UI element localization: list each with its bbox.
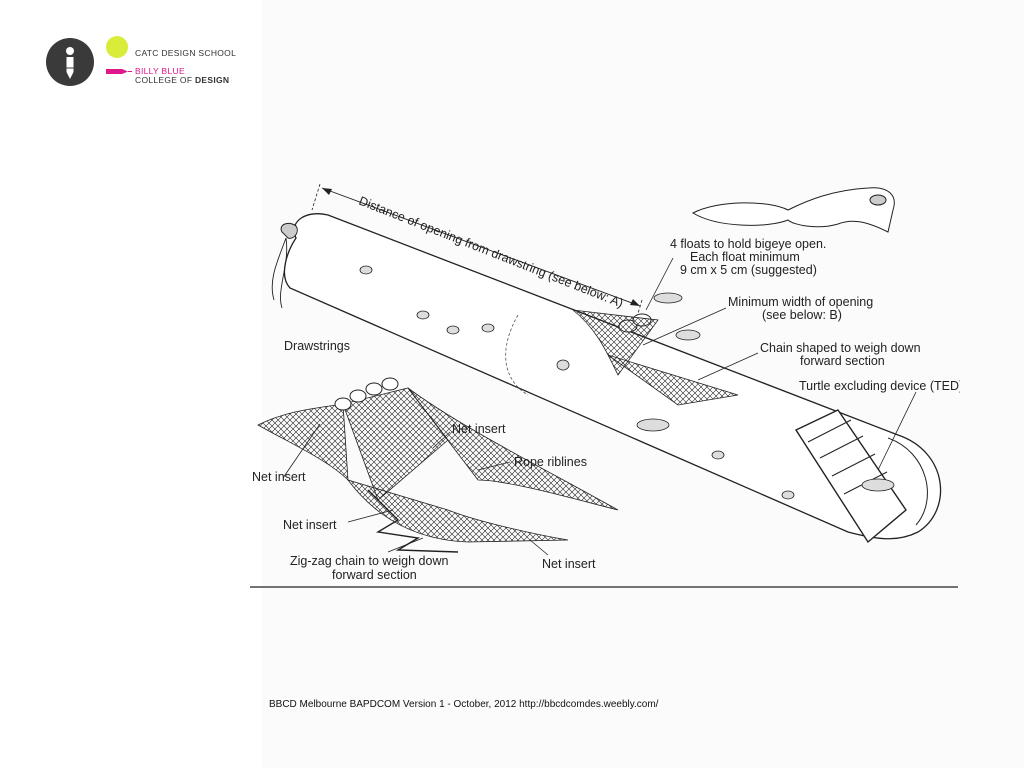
footer-credit: BBCD Melbourne BAPDCOM Version 1 - Octob… <box>269 699 659 710</box>
drawstring-knot <box>271 222 298 309</box>
net-insert-detail <box>257 377 619 553</box>
floats-and-opening <box>571 309 739 406</box>
label-min-width-line2: (see below: B) <box>762 308 842 322</box>
college-name-of: COLLEGE OF <box>135 75 195 85</box>
label-chain-line1: Chain shaped to weigh down <box>760 341 921 355</box>
label-net-insert-top: Net insert <box>452 422 506 436</box>
label-rope-riblines: Rope riblines <box>514 455 587 469</box>
label-min-width-line1: Minimum width of opening <box>728 295 873 309</box>
label-chain-line2: forward section <box>800 354 885 368</box>
dimension-line-a <box>311 183 643 321</box>
hand-float-detail <box>691 187 895 233</box>
college-name-design: DESIGN <box>194 75 230 85</box>
college-name-line1: BILLY BLUE <box>135 66 185 76</box>
info-pencil-icon <box>46 38 94 86</box>
ted-grid <box>794 409 907 544</box>
leader-lines <box>282 257 917 556</box>
label-zigzag-line1: Zig-zag chain to weigh down <box>290 554 448 568</box>
label-zigzag-line2: forward section <box>332 568 417 582</box>
label-net-insert-bottom: Net insert <box>542 557 596 571</box>
net-tube <box>283 213 942 540</box>
bigeye-net-diagram: Distance of opening from drawstring (see… <box>248 180 960 590</box>
green-dot-icon <box>106 36 128 58</box>
label-floats-line3: 9 cm x 5 cm (suggested) <box>680 263 817 277</box>
school-logo: CATC DESIGN SCHOOL BILLY BLUE COLLEGE OF… <box>46 36 246 96</box>
label-drawstrings: Drawstrings <box>284 339 350 353</box>
label-floats-line1: 4 floats to hold bigeye open. <box>670 237 826 251</box>
left-margin <box>0 0 262 768</box>
label-floats-line2: Each float minimum <box>690 250 800 264</box>
label-ted: Turtle excluding device (TED) <box>799 379 960 393</box>
label-net-insert-mid: Net insert <box>283 518 337 532</box>
college-name-line2: COLLEGE OF DESIGN <box>135 75 229 85</box>
label-net-insert-left: Net insert <box>252 470 306 484</box>
school-name: CATC DESIGN SCHOOL <box>135 48 237 58</box>
fish-icons <box>359 265 895 500</box>
pink-pencil-icon <box>106 69 132 74</box>
